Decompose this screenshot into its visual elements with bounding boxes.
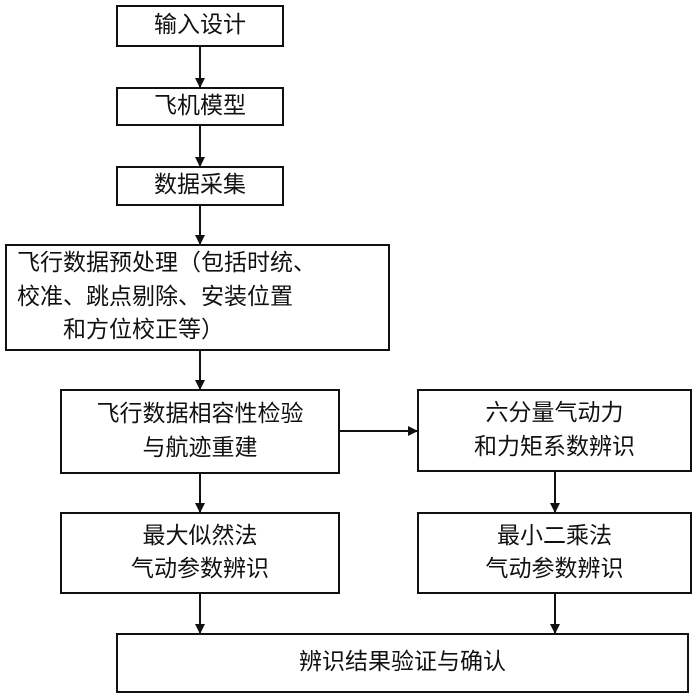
preprocessing-line-1: 飞行数据预处理（包括时统、 [17,250,316,277]
preprocessing-line-2: 校准、跳点剔除、安装位置 [17,283,293,310]
least-squares-line-1: 最小二乘法 [497,522,612,549]
compatibility-check-line-1: 飞行数据相容性检验 [96,401,304,428]
preprocessing-line-3: 和方位校正等） [63,317,224,344]
six-component-box: 六分量气动力 和力矩系数辨识 [417,389,692,472]
six-component-line-2: 和力矩系数辨识 [474,433,635,460]
compatibility-check-box: 飞行数据相容性检验 与航迹重建 [60,389,340,474]
six-component-line-1: 六分量气动力 [485,400,624,427]
max-likelihood-line-1: 最大似然法 [142,522,258,549]
max-likelihood-line-2: 气动参数辨识 [131,556,269,582]
input-design-label: 输入设计 [154,12,246,39]
aircraft-model-label: 飞机模型 [154,92,246,119]
compatibility-check-line-2: 与航迹重建 [142,434,258,461]
validation-label: 辨识结果验证与确认 [299,649,506,676]
preprocessing-box: 飞行数据预处理（包括时统、 校准、跳点剔除、安装位置 和方位校正等） [5,244,390,351]
max-likelihood-box: 最大似然法 气动参数辨识 [60,512,340,594]
data-acquisition-box: 数据采集 [116,166,284,206]
aircraft-model-box: 飞机模型 [116,87,284,126]
input-design-box: 输入设计 [116,5,284,47]
least-squares-box: 最小二乘法 气动参数辨识 [417,512,692,594]
data-acquisition-label: 数据采集 [154,172,246,199]
validation-box: 辨识结果验证与确认 [116,633,689,693]
least-squares-line-2: 气动参数辨识 [485,556,624,582]
